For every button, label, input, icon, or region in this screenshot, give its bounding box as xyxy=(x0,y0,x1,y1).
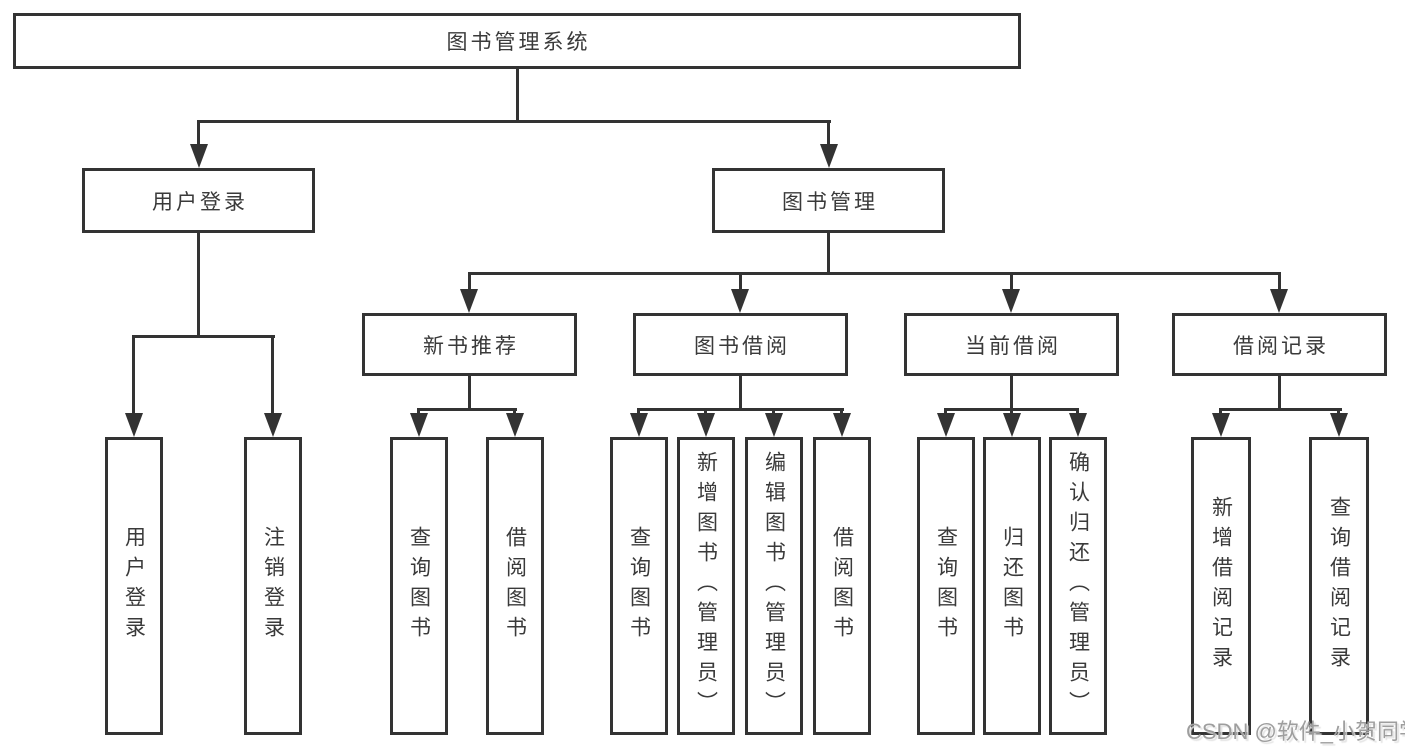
node-label: 确认归还（管理员） xyxy=(1066,451,1090,721)
arrowhead-down-icon xyxy=(765,413,783,437)
arrowhead-down-icon xyxy=(937,413,955,437)
node-root: 图书管理系统 xyxy=(13,13,1021,69)
connector-line xyxy=(739,376,742,408)
arrowhead-down-icon xyxy=(1003,413,1021,437)
connector-line xyxy=(417,408,517,411)
connector-line xyxy=(271,335,274,413)
node-label: 查询图书 xyxy=(627,526,651,646)
connector-line xyxy=(513,408,516,413)
connector-line xyxy=(197,233,200,335)
connector-line xyxy=(468,272,471,289)
node-leaf-add-books-admin: 新增图书（管理员） xyxy=(677,437,735,735)
node-leaf-query-books-2: 查询图书 xyxy=(610,437,668,735)
connector-line xyxy=(637,408,640,413)
node-label: 新增图书（管理员） xyxy=(694,451,718,721)
connector-line xyxy=(468,376,471,408)
node-leaf-borrow-books-2: 借阅图书 xyxy=(813,437,871,735)
connector-line xyxy=(1010,376,1013,408)
node-current-borrow: 当前借阅 xyxy=(904,313,1119,376)
node-label: 图书借阅 xyxy=(694,334,790,358)
node-book-management-branch: 图书管理 xyxy=(712,168,945,233)
arrowhead-down-icon xyxy=(731,289,749,313)
connector-line xyxy=(417,408,420,413)
node-leaf-return-books: 归还图书 xyxy=(983,437,1041,735)
node-label: 查询借阅记录 xyxy=(1327,496,1351,676)
arrowhead-down-icon xyxy=(190,144,208,168)
node-label: 查询图书 xyxy=(934,526,958,646)
arrowhead-down-icon xyxy=(630,413,648,437)
connector-line xyxy=(1076,408,1079,413)
node-label: 借阅图书 xyxy=(830,526,854,646)
arrowhead-down-icon xyxy=(833,413,851,437)
connector-line xyxy=(1337,408,1340,413)
node-leaf-logout: 注销登录 xyxy=(244,437,302,735)
connector-line xyxy=(132,335,275,338)
connector-line xyxy=(637,408,844,411)
arrowhead-down-icon xyxy=(410,413,428,437)
node-leaf-confirm-return-admin: 确认归还（管理员） xyxy=(1049,437,1107,735)
arrowhead-down-icon xyxy=(1069,413,1087,437)
node-new-book-recommend: 新书推荐 xyxy=(362,313,577,376)
connector-line xyxy=(1219,408,1342,411)
arrowhead-down-icon xyxy=(1002,289,1020,313)
connector-line xyxy=(772,408,775,413)
connector-line xyxy=(197,120,831,123)
connector-line xyxy=(827,233,830,272)
node-leaf-add-borrow-record: 新增借阅记录 xyxy=(1191,437,1251,735)
node-leaf-edit-books-admin: 编辑图书（管理员） xyxy=(745,437,803,735)
node-label: 图书管理 xyxy=(782,190,878,214)
node-label: 新书推荐 xyxy=(423,334,519,358)
node-borrow-records: 借阅记录 xyxy=(1172,313,1387,376)
node-label: 用户登录 xyxy=(152,190,248,214)
connector-line xyxy=(1278,376,1281,408)
node-leaf-query-borrow-record: 查询借阅记录 xyxy=(1309,437,1369,735)
node-label: 借阅记录 xyxy=(1233,334,1329,358)
connector-line xyxy=(1010,408,1013,413)
connector-line xyxy=(840,408,843,413)
arrowhead-down-icon xyxy=(1212,413,1230,437)
arrowhead-down-icon xyxy=(264,413,282,437)
node-label: 查询图书 xyxy=(407,526,431,646)
node-label: 借阅图书 xyxy=(503,526,527,646)
csdn-watermark: CSDN @软件_小贺同学 xyxy=(1186,719,1405,744)
connector-line xyxy=(468,272,1281,275)
connector-line xyxy=(704,408,707,413)
arrowhead-down-icon xyxy=(506,413,524,437)
node-label: 用户登录 xyxy=(122,526,146,646)
connector-line xyxy=(132,335,135,413)
connector-line xyxy=(944,408,947,413)
node-leaf-query-books-3: 查询图书 xyxy=(917,437,975,735)
arrowhead-down-icon xyxy=(697,413,715,437)
arrowhead-down-icon xyxy=(460,289,478,313)
arrowhead-down-icon xyxy=(1270,289,1288,313)
arrowhead-down-icon xyxy=(1330,413,1348,437)
connector-line xyxy=(1010,272,1013,289)
node-user-login-branch: 用户登录 xyxy=(82,168,315,233)
connector-line xyxy=(1278,272,1281,289)
node-label: 注销登录 xyxy=(261,526,285,646)
node-label: 当前借阅 xyxy=(965,334,1061,358)
connector-line xyxy=(827,120,830,144)
connector-line xyxy=(516,69,519,120)
node-book-borrow: 图书借阅 xyxy=(633,313,848,376)
connector-line xyxy=(739,272,742,289)
node-label: 图书管理系统 xyxy=(446,31,591,54)
node-label: 归还图书 xyxy=(1000,526,1024,646)
arrowhead-down-icon xyxy=(125,413,143,437)
node-leaf-borrow-books: 借阅图书 xyxy=(486,437,544,735)
connector-line xyxy=(197,120,200,144)
arrowhead-down-icon xyxy=(820,144,838,168)
connector-line xyxy=(1219,408,1222,413)
node-leaf-user-login: 用户登录 xyxy=(105,437,163,735)
node-label: 新增借阅记录 xyxy=(1209,496,1233,676)
node-label: 编辑图书（管理员） xyxy=(762,451,786,721)
node-leaf-query-books: 查询图书 xyxy=(390,437,448,735)
